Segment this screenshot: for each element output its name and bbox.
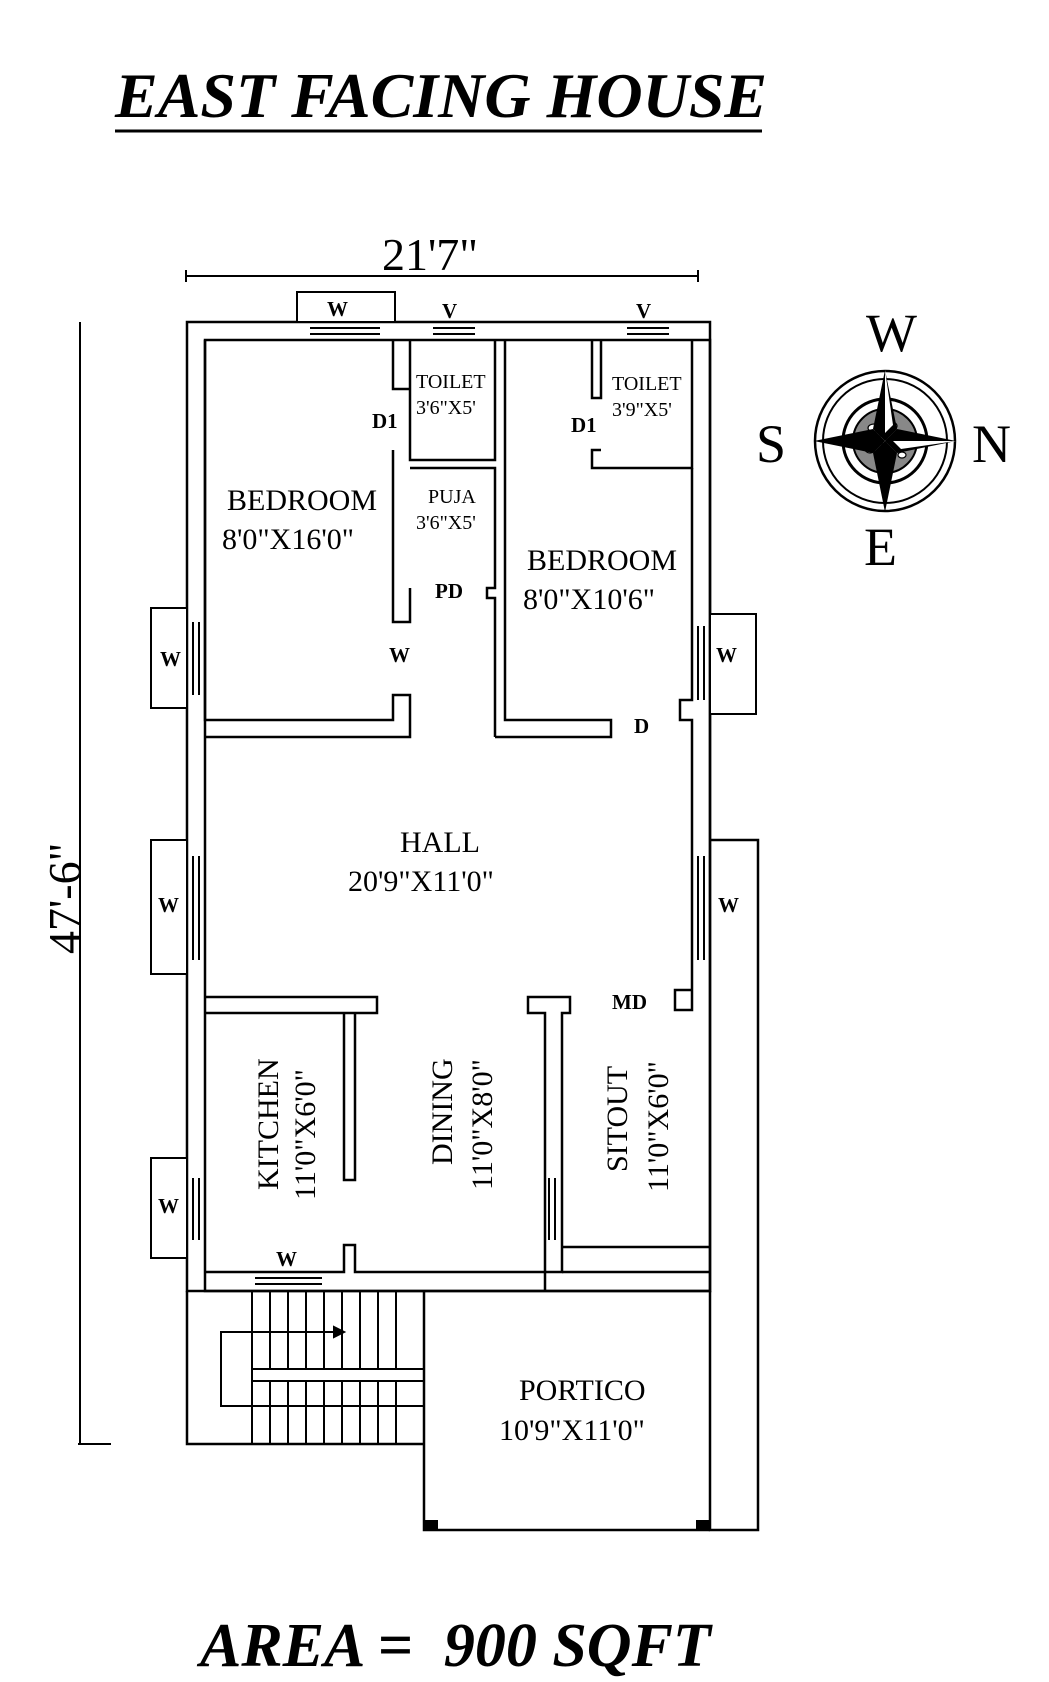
- width-dimension: 21'7": [382, 229, 478, 280]
- compass-east: E: [864, 517, 897, 577]
- window-mark-bedroom1: W: [389, 643, 410, 667]
- portico-name: PORTICO: [519, 1374, 646, 1407]
- door1-mark-1: D1: [372, 409, 398, 433]
- main-door-mark: MD: [612, 990, 647, 1014]
- bedroom1-name: BEDROOM: [227, 484, 377, 517]
- window-mark-kitchen: W: [276, 1247, 297, 1271]
- window-mark-right-2: W: [718, 893, 739, 917]
- puja-door-mark: PD: [435, 579, 463, 603]
- bedroom1-size: 8'0"X16'0": [222, 523, 354, 556]
- bedroom2-size: 8'0"X10'6": [523, 583, 655, 616]
- kitchen-size: 11'0"X6'0": [289, 1069, 322, 1200]
- ventilator-mark-2: V: [636, 299, 651, 323]
- plan-title: EAST FACING HOUSE: [114, 60, 767, 131]
- window-mark-left-1: W: [160, 647, 181, 671]
- windows: [150, 291, 757, 1285]
- length-dimension: 47'-6": [39, 843, 90, 954]
- compass-west: W: [866, 303, 917, 363]
- sitout-name: SITOUT: [601, 1066, 634, 1172]
- window-mark-left-3: W: [158, 1194, 179, 1218]
- bedroom2-name: BEDROOM: [527, 544, 677, 577]
- dining-size: 11'0"X8'0": [466, 1059, 499, 1190]
- toilet2-size: 3'9"X5': [612, 399, 672, 421]
- compass-south: S: [756, 414, 786, 474]
- door-mark: D: [634, 714, 649, 738]
- staircase: [220, 1291, 425, 1444]
- hall-name: HALL: [400, 826, 480, 859]
- walls: [185, 320, 760, 1532]
- ventilator-mark-1: V: [442, 299, 457, 323]
- compass: [813, 369, 957, 513]
- door1-mark-2: D1: [571, 413, 597, 437]
- dining-name: DINING: [426, 1058, 459, 1165]
- toilet1-name: TOILET: [416, 371, 486, 393]
- puja-size: 3'6"X5': [416, 512, 476, 534]
- window-mark-top: W: [327, 297, 348, 321]
- window-mark-left-2: W: [158, 893, 179, 917]
- puja-name: PUJA: [428, 486, 476, 508]
- hall-size: 20'9"X11'0": [348, 865, 494, 898]
- area-label: AREA = 900 SQFT: [196, 1612, 713, 1680]
- sitout-size: 11'0"X6'0": [642, 1061, 675, 1192]
- toilet2-name: TOILET: [612, 373, 682, 395]
- portico-size: 10'9"X11'0": [499, 1414, 645, 1447]
- compass-north: N: [972, 414, 1011, 474]
- window-mark-right-1: W: [716, 643, 737, 667]
- kitchen-name: KITCHEN: [252, 1058, 285, 1190]
- toilet1-size: 3'6"X5': [416, 397, 476, 419]
